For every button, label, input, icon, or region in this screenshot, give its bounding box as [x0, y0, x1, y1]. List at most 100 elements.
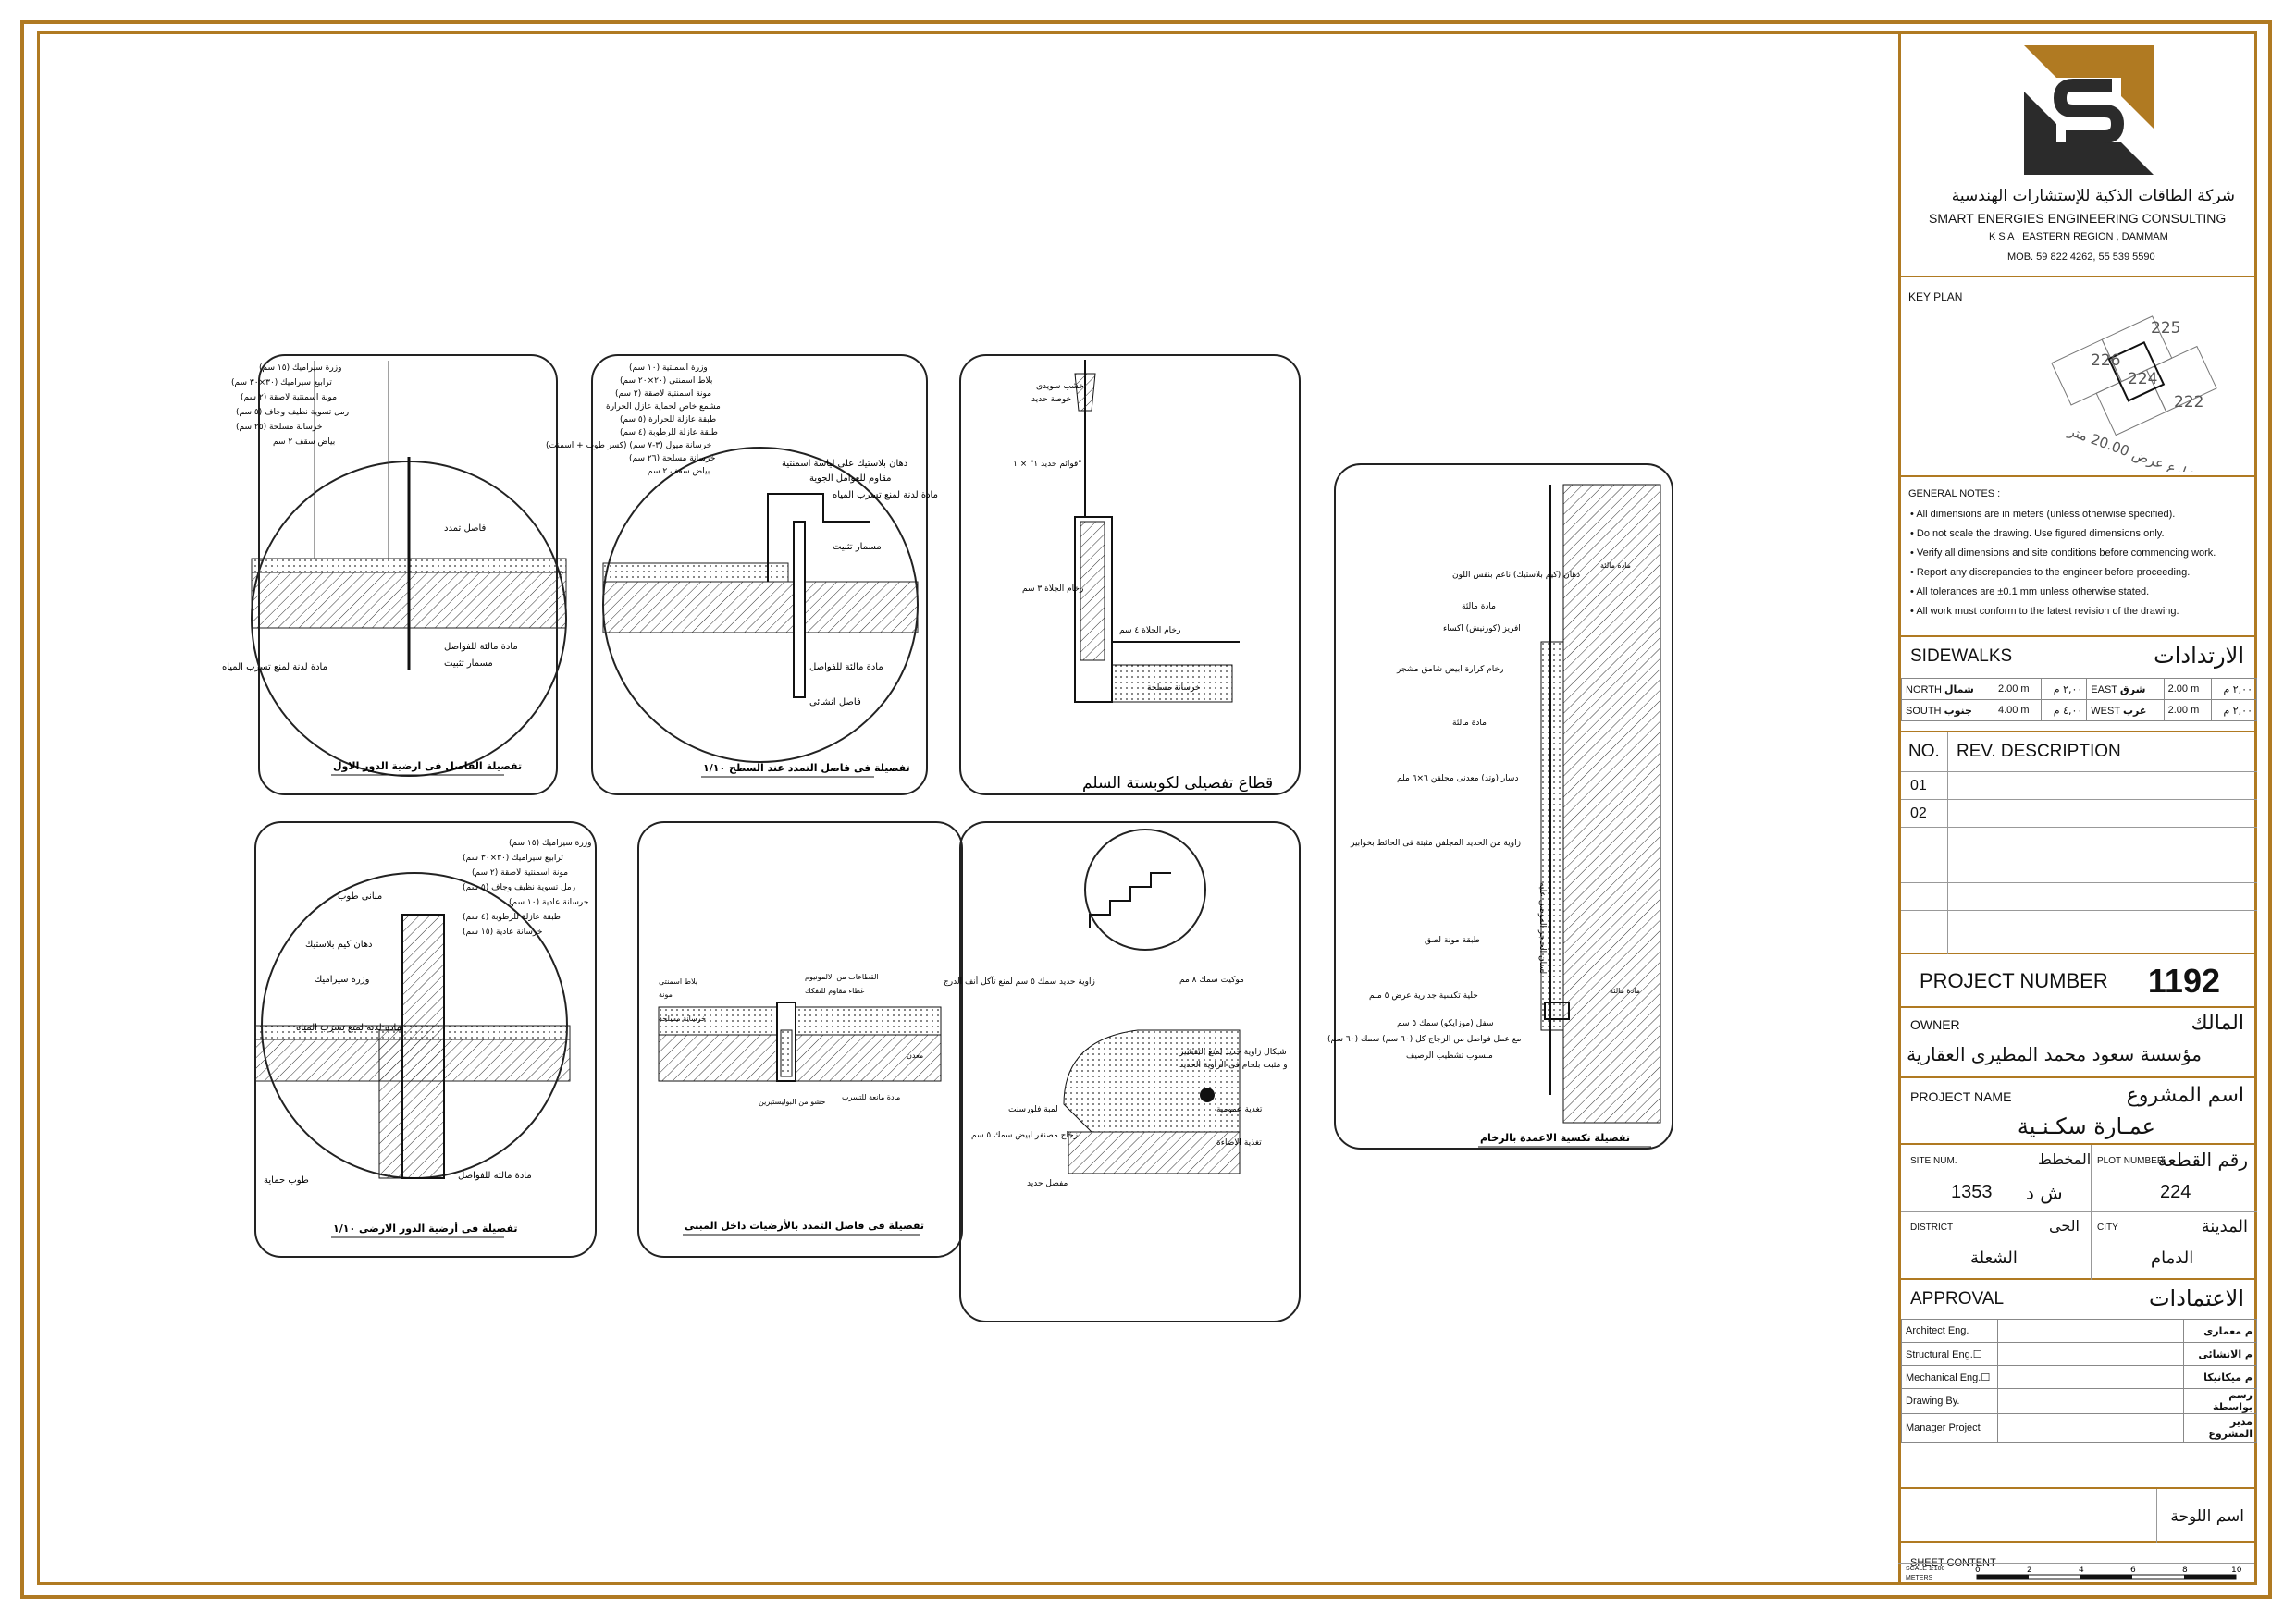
scale-label: SCALE 1:100 [1906, 1566, 1945, 1572]
detail-ground-floor: وزرة سيراميك (١٥ سم) ترابيع سيراميك (٣٠×… [254, 821, 597, 1258]
district-value: الشعلة [1970, 1248, 2018, 1268]
approval-role-en: Manager Project [1901, 1413, 1998, 1443]
revisions-section: NO. REV. DESCRIPTION 01 02 [1901, 732, 2257, 954]
detail-4-label: زاوية من الحديد المجلفن مثبتة فى الحائط … [1350, 839, 1521, 848]
sidewalk-value: 2.00 m [2163, 678, 2213, 700]
sidewalk-value-ar: ٤,٠٠ م [2041, 699, 2088, 721]
key-plan-plot: 225 [2151, 319, 2180, 338]
detail-1-title: تفصيلة الفاصل فى ارضية الدور الاول [333, 760, 522, 772]
detail-4-label: دهان (كيم بلاستيك) ناعم بنفس اللون [1452, 571, 1580, 580]
owner-label-ar: المالك [2191, 1012, 2244, 1035]
company-name-en: SMART ENERGIES ENGINEERING CONSULTING [1929, 211, 2227, 226]
detail-2-label: طبقة عازلة للحرارة (٥ سم) [620, 415, 716, 424]
approval-section: APPROVAL الاعتمادات Architect Eng.م معما… [1901, 1280, 2257, 1489]
detail-1-note: فاصل تمدد [444, 523, 487, 534]
approval-signature [1997, 1388, 2184, 1414]
sidewalk-dir: WEST غرب [2086, 699, 2165, 721]
sheet-border-outer [20, 20, 2272, 1599]
detail-3-label: خوصة حديد [1031, 395, 1071, 404]
key-plan-street: شارع عرض 20.00 متر [2066, 423, 2200, 472]
detail-4-label: طبقة مونة لصق [1425, 936, 1480, 945]
detail-stair-wall-connection: زاوية حديد سمك ٥ سم لمنع تآكل أنف الدرج … [944, 821, 1301, 1322]
sidewalks-row: NORTH شمال 2.00 m ٢,٠٠ م EAST شرق 2.00 m… [1901, 678, 2257, 700]
sheet-name-divider [2156, 1489, 2157, 1543]
detail-interior-floor-joint: بلاط اسمنتى مونة خرسانة مسلحة القطاعات م… [637, 821, 963, 1258]
approval-signature [1997, 1342, 2184, 1366]
detail-1-note: مادة لدنة لمنع تسرب المياه [222, 662, 327, 672]
project-number-section: PROJECT NUMBER 1192 [1901, 954, 2257, 1008]
approval-role-ar: م ميكانيكا [2183, 1365, 2257, 1389]
detail-stair-handrail: خشب سويدى خوصة حديد قوائم حديد ١" × ١" ر… [959, 354, 1301, 795]
scale-tick: 10 [2231, 1566, 2242, 1575]
detail-4-label: افريز (كورنيش) اكساء [1443, 624, 1521, 633]
detail-7-label: زجاج مصنفر ابيض سمك ٥ سم [971, 1131, 1078, 1140]
scale-tick: 6 [2130, 1566, 2136, 1575]
key-plan-plot: 226 [2091, 351, 2120, 370]
detail-first-floor-joint: وزرة سيراميك (١٥ سم) ترابيع سيراميك (٣٠×… [222, 354, 567, 795]
company-name-ar: شركة الطاقات الذكية للإستشارات الهندسية [1951, 187, 2235, 205]
sidewalks-table: NORTH شمال 2.00 m ٢,٠٠ م EAST شرق 2.00 m… [1901, 678, 2257, 721]
approval-role-ar: م معمارى [2183, 1319, 2257, 1343]
detail-4-label: مادة مالئة [1462, 602, 1496, 611]
rev-row [1901, 882, 2257, 910]
detail-1-label: رمل تسوية نظيف وجاف (٥ سم) [236, 408, 349, 417]
key-plan-drawing: 225 224 226 222 شارع عرض 20.00 متر [2051, 315, 2217, 472]
project-name-section: PROJECT NAME اسم المشروع عمـارة سكـنـية [1901, 1078, 2257, 1145]
scale-unit: METERS [1906, 1575, 1933, 1581]
detail-4-note: مادة مالئة [1610, 987, 1640, 995]
scale-tick: 4 [2079, 1566, 2084, 1575]
detail-2-label: مونة اسمنتية لاصقة (٢ سم) [615, 389, 711, 399]
approval-row: Structural Eng.☐م الانشائى [1901, 1342, 2257, 1366]
detail-2-label: طبقة عازلة للرطوبة (٤ سم) [620, 428, 718, 437]
rev-row [1901, 855, 2257, 882]
detail-1-label: بياض سقف ٢ سم [273, 437, 335, 447]
approval-role-en: Mechanical Eng.☐ [1901, 1365, 1998, 1389]
district-label-ar: الحى [2049, 1217, 2080, 1235]
detail-5-label: طبقة عازلة للرطوبة (٤ سم) [463, 913, 561, 922]
general-notes-title: GENERAL NOTES : [1908, 488, 2001, 499]
company-location: K S A . EASTERN REGION , DAMMAM [1989, 231, 2168, 242]
detail-1-label: خرسانة مسلحة (٢٥ سم) [236, 423, 322, 432]
detail-3-label: خرسانة مسلحة [1147, 683, 1200, 693]
plot-label-ar: رقم القطعة [2157, 1149, 2248, 1171]
rev-row: 01 [1901, 771, 2257, 799]
sidewalk-value: 2.00 m [1993, 678, 2043, 700]
sidewalk-value-ar: ٢,٠٠ م [2211, 699, 2257, 721]
detail-2-note: دهان بلاستيك على لياسة اسمنتية [782, 459, 907, 469]
plot-value: 224 [2160, 1182, 2191, 1202]
sidewalks-title-ar: الارتدادات [2154, 643, 2244, 669]
detail-7-label: مفصل حديد [1027, 1179, 1068, 1188]
detail-2-label: وزرة اسمنتية (١٠ سم) [629, 363, 708, 373]
detail-2-label: بياض سقف ٢ سم [648, 467, 710, 476]
approval-title-ar: الاعتمادات [2148, 1285, 2244, 1311]
sidewalk-dir: EAST شرق [2086, 678, 2165, 700]
district-label-en: DISTRICT [1910, 1223, 1954, 1233]
detail-1-label: مونة اسمنتية لاصقة (٢ سم) [241, 393, 337, 402]
detail-7-label: تغذية الاضاءة [1216, 1138, 1262, 1148]
project-name-label-en: PROJECT NAME [1910, 1089, 2012, 1104]
detail-6-label: خرسانة مسلحة [659, 1014, 706, 1023]
plot-label-en: PLOT NUMBER [2097, 1156, 2165, 1166]
detail-2-label: خرسانة مسلحة (٢٦ سم) [629, 454, 715, 463]
site-grid-divider [1901, 1211, 2257, 1212]
project-number-value: 1192 [2147, 962, 2220, 1000]
detail-2-note: فاصل انشائى [809, 697, 861, 707]
approval-signature [1997, 1365, 2184, 1389]
detail-4-label: دسار (وتد) معدنى مجلفن ٦×٦ ملم [1397, 774, 1518, 783]
rev-number: 02 [1910, 805, 1927, 821]
general-notes-list: • All dimensions are in meters (unless o… [1910, 505, 2216, 621]
owner-value: مؤسسة سعود محمد المطيرى العقارية [1907, 1043, 2202, 1065]
detail-2-label: بلاط اسمنتى (٢٠×٢٠ سم) [620, 376, 712, 386]
detail-7-label: و مثبت بلحام فى الزاوية الحديد [1179, 1061, 1288, 1070]
scale-tick: 8 [2182, 1566, 2188, 1575]
detail-3-label: رخام الجلاة ٣ سم [1022, 584, 1083, 594]
detail-7-label: موكيت سمك ٨ مم [1179, 976, 1244, 985]
detail-2-label: خرسانة ميول (٣-٧ سم) (كسر طوب + اسمنت) [546, 441, 711, 450]
detail-2-note: مقاوم للعوامل الجوية [809, 473, 892, 484]
city-label-en: CITY [2097, 1223, 2118, 1233]
detail-7-label: زاوية حديد سمك ٥ سم لمنع تآكل أنف الدرج [944, 976, 1095, 987]
scale-bar: SCALE 1:100 METERS 0 2 4 6 8 10 [1898, 1563, 2254, 1586]
approval-role-en: Architect Eng. [1901, 1319, 1998, 1343]
approval-row: Architect Eng. م معمارى [1901, 1319, 2257, 1343]
